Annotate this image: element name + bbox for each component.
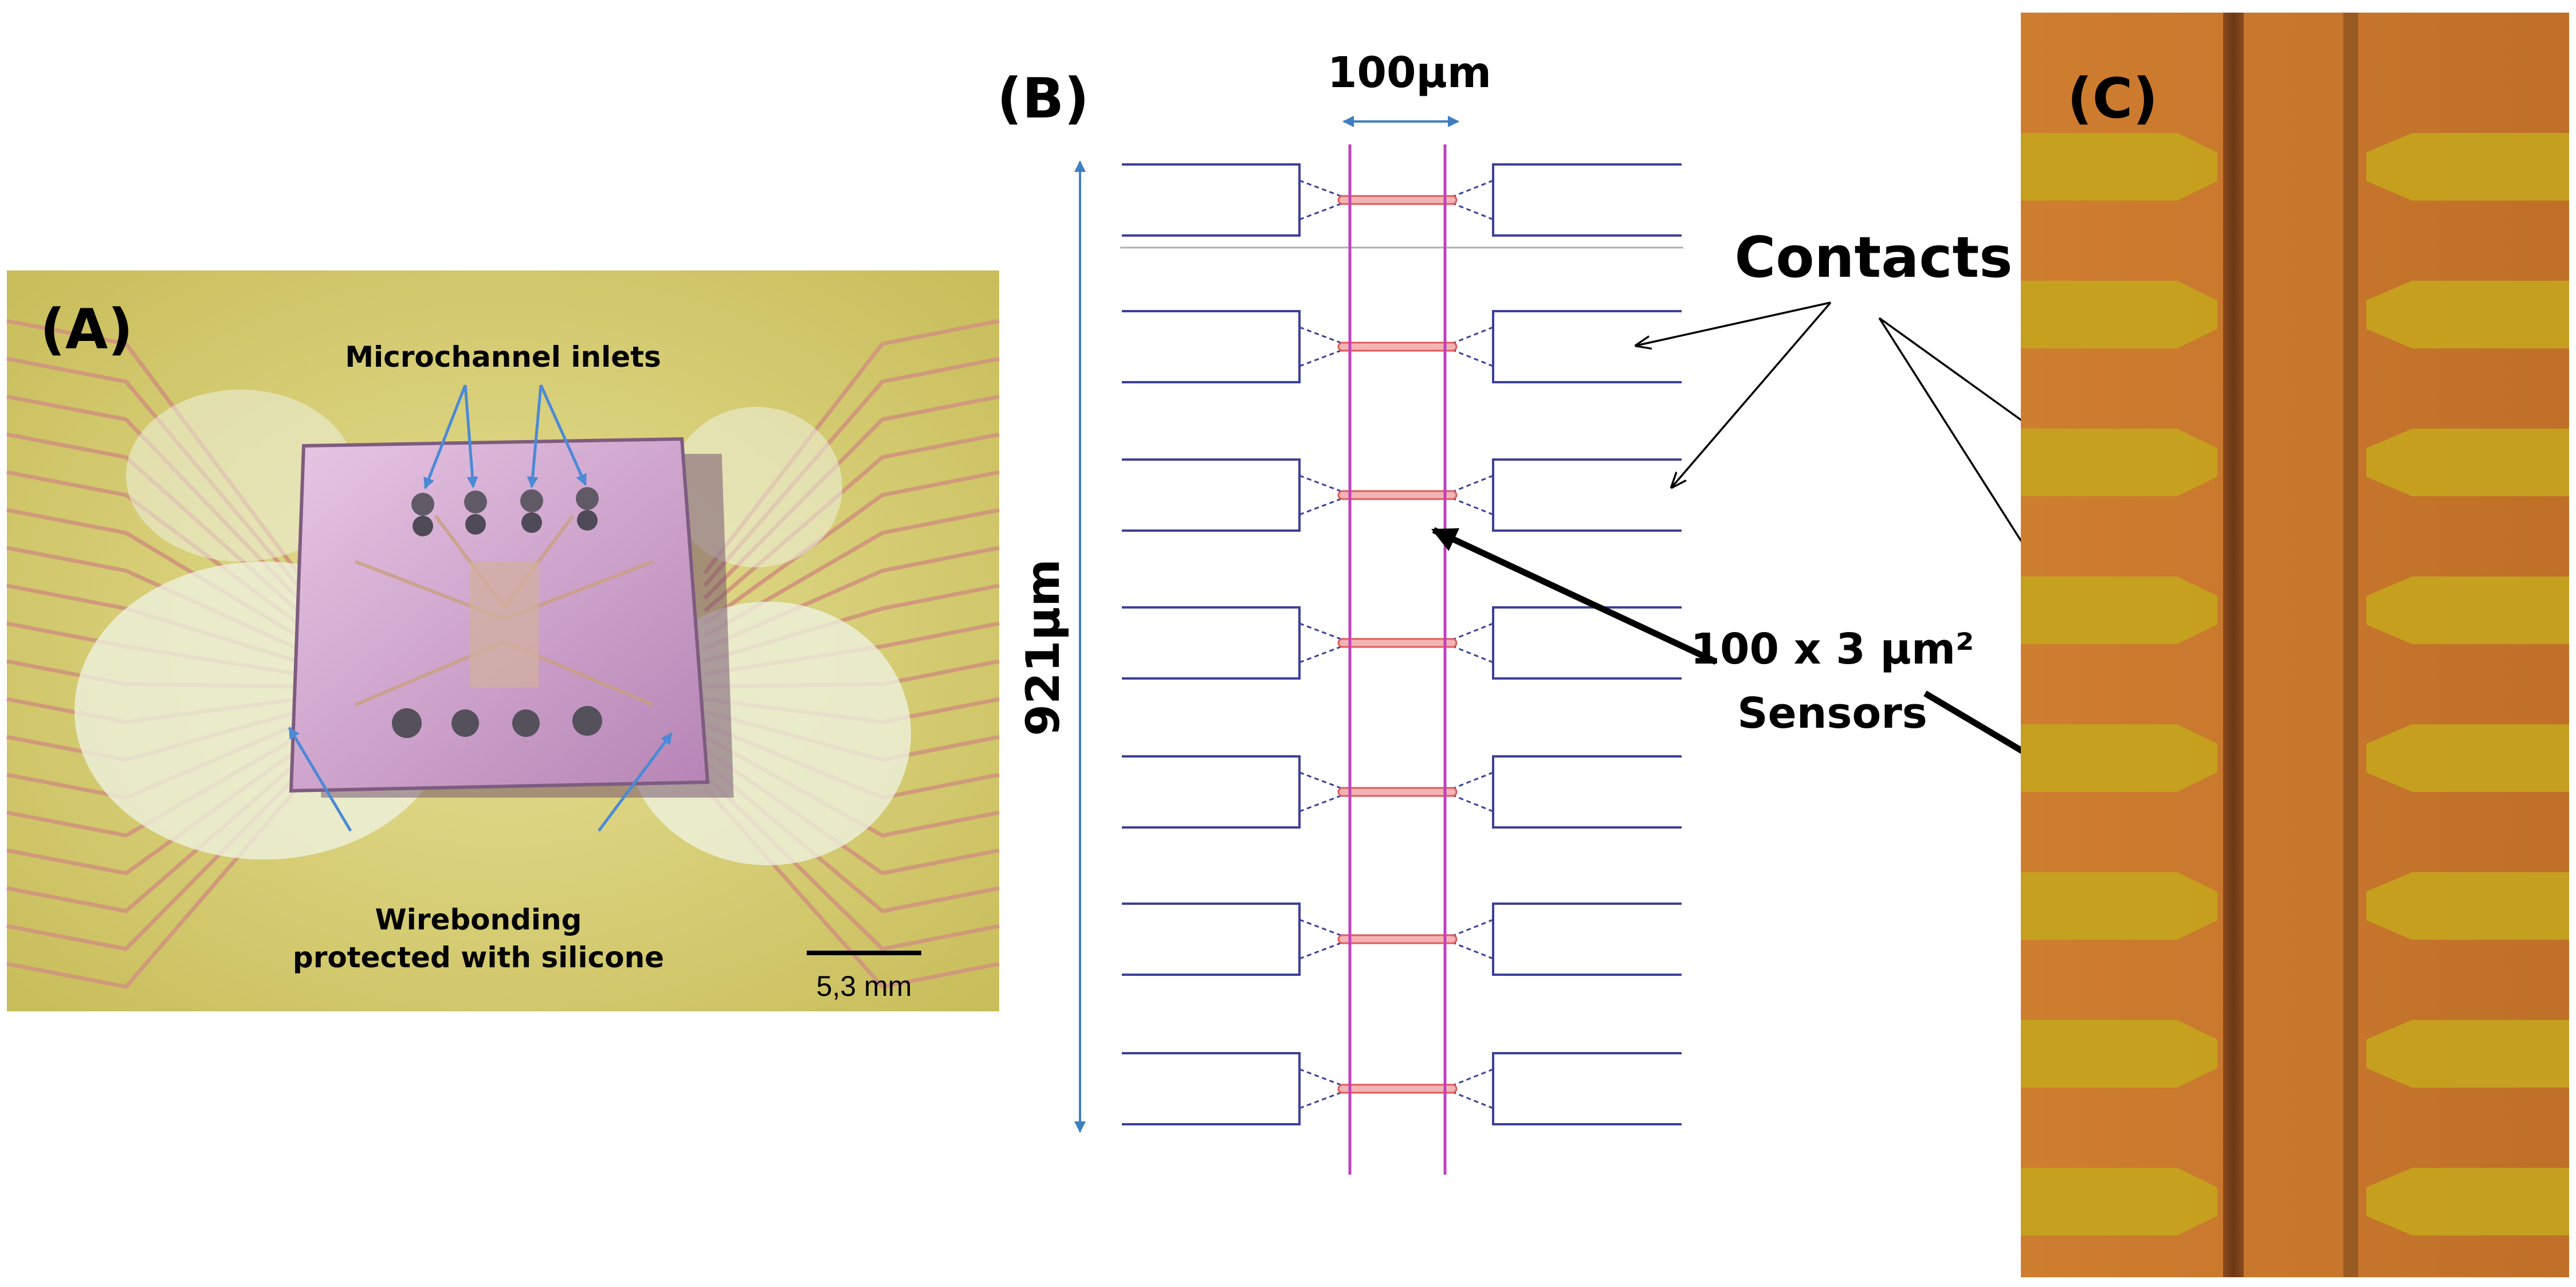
lead-right: [1451, 326, 1494, 367]
contact-pad-left: [1122, 458, 1301, 532]
sensors-label-line2: Sensors: [1737, 689, 1927, 738]
height-dimension-label: 921µm: [1016, 559, 1070, 736]
gold-contact-right: [2366, 281, 2569, 348]
contact-row-3: [1122, 458, 1682, 532]
gold-contact-left: [2021, 133, 2217, 201]
sensor: [1337, 342, 1458, 352]
contact-pad-right: [1492, 163, 1682, 237]
contact-row-6: [1122, 903, 1682, 976]
silicone-blob-left-top: [126, 390, 355, 562]
gold-contact-left: [2021, 1168, 2217, 1235]
gold-contact-rows: [2021, 133, 2569, 1235]
contact-pad-right: [1492, 458, 1682, 532]
sensor: [1337, 638, 1458, 648]
contact-pad-left: [1122, 310, 1301, 383]
lead-right: [1451, 474, 1494, 516]
lead-left: [1299, 326, 1344, 367]
gold-contact-left: [2021, 724, 2217, 792]
sensor: [1337, 1084, 1458, 1094]
contact-rows: [1122, 163, 1682, 1125]
panel-b-schematic: [1074, 116, 2280, 1175]
contact-pad-left: [1122, 163, 1301, 237]
lead-left: [1299, 474, 1344, 516]
contact-pad-left: [1122, 903, 1301, 976]
gold-contact-left: [2021, 1020, 2217, 1088]
copper-trace: [704, 508, 1000, 638]
gold-contact-left: [2021, 281, 2217, 348]
lead-left: [1299, 1068, 1344, 1109]
gold-contact-right: [2366, 872, 2569, 940]
contact-row-7: [1122, 1052, 1682, 1125]
gold-contact-right: [2366, 1020, 2569, 1088]
panel-a-label: (A): [40, 297, 133, 362]
gold-contact-row: [2021, 872, 2569, 940]
channel-center: [2244, 13, 2343, 1277]
chip-sensor-area: [470, 562, 539, 688]
contacts-label: Contacts: [1734, 225, 2012, 291]
channel-groove-right: [2343, 13, 2358, 1277]
wirebond-arrows: [288, 727, 673, 832]
gold-contact-row: [2021, 281, 2569, 348]
gold-contact-right: [2366, 429, 2569, 496]
inlet-ports-top: [411, 487, 599, 536]
lead-left: [1299, 771, 1344, 813]
contact-row-4: [1122, 606, 1682, 680]
gold-contact-row: [2021, 1020, 2569, 1088]
sensor: [1337, 490, 1458, 500]
panel-a-photo: [6, 270, 1000, 1011]
wirebonding-label-line1: Wirebonding: [375, 903, 582, 936]
copper-trace: [703, 470, 1000, 625]
lead-right: [1451, 622, 1494, 664]
gold-contact-row: [2021, 724, 2569, 792]
lead-right: [1451, 771, 1494, 813]
outlet-ports-bottom: [392, 706, 602, 738]
lead-left: [1299, 622, 1344, 664]
contact-pad-left: [1122, 755, 1301, 829]
sensor: [1337, 787, 1458, 797]
width-dimension-label: 100µm: [1328, 48, 1491, 97]
contact-pad-left: [1122, 1052, 1301, 1125]
lead-right: [1451, 919, 1494, 960]
gold-contact-row: [2021, 133, 2569, 201]
lead-right: [1451, 179, 1494, 221]
wirebonding-label-line2: protected with silicone: [293, 941, 664, 974]
lead-left: [1299, 179, 1344, 221]
sensor: [1337, 934, 1458, 944]
sensors-label-line1: 100 x 3 µm²: [1691, 625, 1974, 674]
contact-pad-right: [1492, 755, 1682, 829]
gold-contact-right: [2366, 133, 2569, 201]
microchannel-inlets-label: Microchannel inlets: [345, 340, 661, 374]
scale-bar-label: 5,3 mm: [816, 970, 912, 1002]
gold-contact-row: [2021, 1168, 2569, 1235]
channel-groove-left: [2223, 13, 2244, 1277]
inlet-arrows: [423, 384, 587, 489]
contact-pad-right: [1492, 903, 1682, 976]
gold-contact-left: [2021, 429, 2217, 496]
gold-contact-right: [2366, 576, 2569, 644]
panel-c-label: (C): [2067, 66, 2158, 131]
gold-contact-row: [2021, 576, 2569, 644]
gold-contact-right: [2366, 1168, 2569, 1235]
contacts-callout-arrows: [1636, 301, 2063, 602]
contact-pad-left: [1122, 606, 1301, 680]
lead-right: [1451, 1068, 1494, 1109]
contact-row-5: [1122, 755, 1682, 829]
sensor: [1337, 195, 1458, 205]
contact-pad-right: [1492, 1052, 1682, 1125]
gold-contact-left: [2021, 576, 2217, 644]
panel-c-micrograph: [2021, 13, 2569, 1277]
contact-row-2: [1122, 310, 1682, 383]
contact-row-1: [1122, 163, 1682, 237]
contact-pad-right: [1492, 606, 1682, 680]
gold-contact-row: [2021, 429, 2569, 496]
gold-contact-left: [2021, 872, 2217, 940]
lead-left: [1299, 919, 1344, 960]
contact-pad-right: [1492, 310, 1682, 383]
gold-contact-right: [2366, 724, 2569, 792]
panel-b-label: (B): [997, 66, 1089, 131]
